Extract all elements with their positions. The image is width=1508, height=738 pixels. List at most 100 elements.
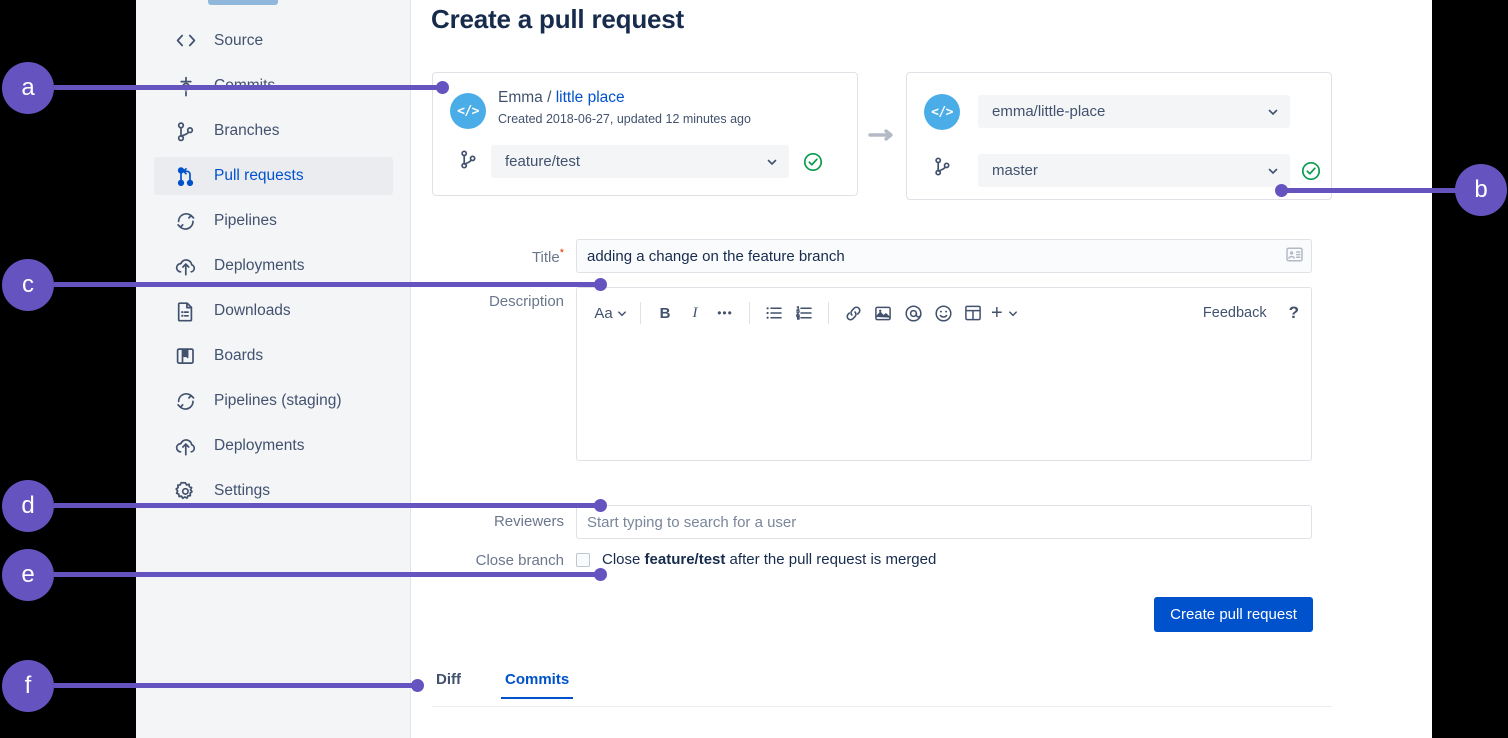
sidebar-item-label: Boards — [214, 347, 264, 364]
bullet-list-icon[interactable] — [762, 300, 786, 326]
source-repo-meta: Created 2018-06-27, updated 12 minutes a… — [498, 112, 751, 126]
source-branch-select[interactable]: feature/test — [491, 145, 789, 178]
destination-branch-status-icon — [1301, 161, 1321, 181]
insert-more-icon[interactable]: + — [991, 300, 1019, 326]
contact-card-icon[interactable] — [1286, 246, 1303, 266]
callout-badge-e: e — [2, 549, 54, 601]
title-label: Title* — [432, 247, 564, 266]
sidebar-item-branches[interactable]: Branches — [154, 112, 393, 150]
sidebar-header-stub — [208, 0, 278, 5]
chevron-down-icon — [1008, 310, 1017, 316]
callout-dot-d — [594, 499, 607, 512]
reviewers-placeholder: Start typing to search for a user — [587, 513, 797, 531]
image-icon[interactable] — [871, 300, 895, 326]
more-formatting-icon[interactable]: ••• — [717, 306, 733, 320]
emoji-icon[interactable] — [931, 300, 955, 326]
source-repo-owner: Emma — [498, 89, 543, 106]
title-required-marker: * — [559, 247, 564, 259]
numbered-list-icon[interactable] — [792, 300, 816, 326]
source-branch-status-icon — [803, 152, 823, 172]
text-style-label: Aa — [594, 304, 613, 322]
description-toolbar: Aa B I ••• — [577, 288, 1313, 338]
mention-icon[interactable] — [901, 300, 925, 326]
destination-branch-select[interactable]: master — [978, 154, 1290, 187]
destination-repo-select[interactable]: emma/little-place — [978, 95, 1290, 128]
deployments-icon — [174, 255, 196, 277]
downloads-icon — [174, 300, 196, 322]
description-label: Description — [488, 293, 564, 310]
deployments-icon — [174, 435, 196, 457]
pipelines-icon — [174, 390, 196, 412]
sidebar-item-label: Deployments — [214, 257, 305, 274]
sidebar-item-deployments[interactable]: Deployments — [154, 247, 393, 285]
sidebar-item-downloads[interactable]: Downloads — [154, 292, 393, 330]
callout-badge-c: c — [2, 259, 54, 311]
callout-line-c — [54, 282, 600, 287]
source-branch-value: feature/test — [505, 153, 581, 170]
callout-line-d — [54, 503, 600, 508]
feedback-link[interactable]: Feedback — [1202, 305, 1267, 321]
code-icon — [174, 30, 196, 52]
callout-dot-a — [436, 81, 449, 94]
toolbar-divider — [828, 302, 829, 324]
callout-dot-f — [411, 679, 424, 692]
close-branch-branch-name: feature/test — [644, 551, 726, 568]
sidebar-item-settings[interactable]: Settings — [154, 472, 393, 510]
sidebar-item-source[interactable]: Source — [154, 22, 393, 60]
sidebar-item-label: Pipelines — [214, 212, 277, 229]
source-repo-title: Emma / little place — [498, 89, 625, 107]
sidebar-item-pipelines[interactable]: Pipelines — [154, 202, 393, 240]
title-input[interactable]: adding a change on the feature branch — [576, 239, 1312, 273]
title-label-text: Title — [531, 249, 560, 266]
reviewers-input[interactable]: Start typing to search for a user — [576, 505, 1312, 539]
destination-panel: </> emma/little-place master — [906, 72, 1332, 200]
sidebar-item-label: Downloads — [214, 302, 291, 319]
close-branch-row: Close feature/test after the pull reques… — [576, 551, 936, 568]
chevron-down-icon — [617, 310, 626, 316]
tab-commits[interactable]: Commits — [501, 671, 574, 699]
create-pull-request-button[interactable]: Create pull request — [1154, 597, 1313, 632]
table-icon[interactable] — [961, 300, 985, 326]
callout-dot-b — [1275, 184, 1288, 197]
bold-icon[interactable]: B — [659, 304, 671, 322]
sidebar-item-boards[interactable]: Boards — [154, 337, 393, 375]
main-content: Create a pull request </> Emma / little … — [412, 0, 1432, 738]
title-input-value: adding a change on the feature branch — [587, 247, 845, 265]
callout-line-f — [54, 683, 417, 688]
sidebar-item-label: Pipelines (staging) — [214, 392, 342, 409]
close-branch-text-after: after the pull request is merged — [725, 551, 937, 568]
sidebar-item-deployments[interactable]: Deployments — [154, 427, 393, 465]
source-repo-link[interactable]: little place — [555, 89, 625, 106]
page-title: Create a pull request — [431, 4, 684, 34]
close-branch-text-before: Close — [602, 551, 645, 568]
source-repo-separator: / — [542, 89, 556, 106]
callout-line-a — [54, 85, 442, 90]
pull-request-icon — [174, 165, 196, 187]
text-style-icon[interactable]: Aa — [594, 300, 628, 326]
branch-icon — [932, 155, 952, 177]
callout-badge-a: a — [2, 62, 54, 114]
close-branch-checkbox[interactable] — [576, 552, 590, 567]
boards-icon — [174, 345, 196, 367]
sidebar-item-label: Branches — [214, 122, 280, 139]
callout-badge-b: b — [1455, 164, 1507, 216]
italic-icon[interactable]: I — [692, 304, 698, 321]
sidebar-item-pipelines-staging[interactable]: Pipelines (staging) — [154, 382, 393, 420]
branches-icon — [174, 120, 196, 142]
callout-line-e — [54, 572, 600, 577]
source-repo-avatar-icon: </> — [450, 93, 486, 129]
reviewers-label: Reviewers — [493, 513, 564, 530]
tab-diff[interactable]: Diff — [436, 671, 461, 688]
help-icon[interactable]: ? — [1288, 303, 1299, 322]
link-icon[interactable] — [841, 300, 865, 326]
sidebar-item-label: Source — [214, 32, 264, 49]
description-editor[interactable]: Aa B I ••• — [576, 287, 1312, 461]
source-panel: </> Emma / little place Created 2018-06-… — [432, 72, 858, 196]
chevron-down-icon — [1268, 109, 1278, 115]
chevron-down-icon — [1268, 168, 1278, 174]
pipelines-icon — [174, 210, 196, 232]
toolbar-divider — [749, 302, 750, 324]
sidebar-item-pull-requests[interactable]: Pull requests — [154, 157, 393, 195]
